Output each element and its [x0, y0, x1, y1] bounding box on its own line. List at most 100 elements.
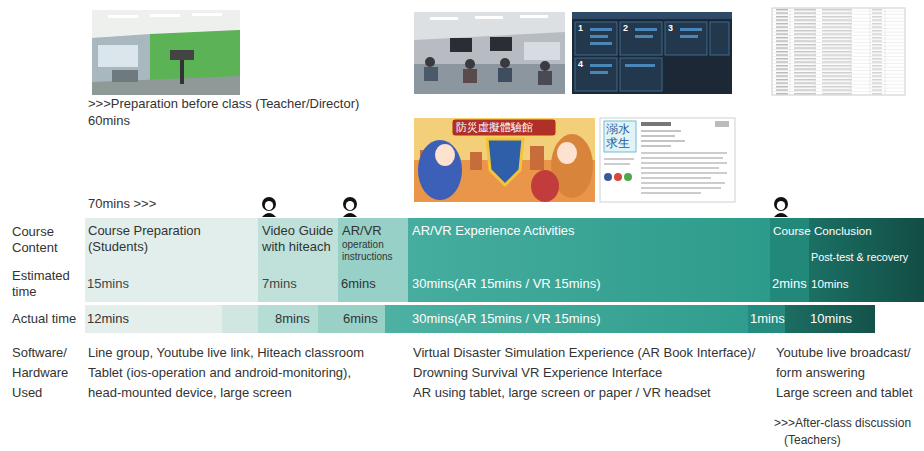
classroom-photo	[463, 69, 477, 83]
resource-text: Virtual Disaster Simulation Experience (…	[413, 345, 755, 361]
label-slot: Line group, Youtube live link, Hiteach c…	[88, 345, 364, 361]
spreadsheet-screenshot	[772, 8, 905, 95]
segment-text: operation instructions	[342, 239, 408, 263]
dashboard-screenshot	[635, 28, 657, 31]
segment-text: 10mins	[810, 311, 875, 327]
spreadsheet-screenshot	[790, 8, 791, 95]
actual-time-segment: 10mins	[785, 305, 875, 333]
panel-number: 2	[623, 23, 628, 34]
classroom-photo	[490, 37, 512, 51]
segment-text: Course Preparation (Students)	[88, 223, 238, 255]
dashboard-screenshot	[710, 22, 729, 55]
stage-segment: Course Preparation (Students) 15mins	[85, 218, 258, 302]
classroom-photo	[92, 10, 240, 95]
dashboard-screenshot	[620, 58, 662, 91]
dashboard-screenshot	[590, 71, 608, 74]
row-label: Software/ Hardware Used	[12, 343, 76, 403]
sub-segment: 2mins	[770, 240, 809, 302]
label-slot: Youtube live broadcast/	[776, 345, 911, 361]
label-slot: Drowning Survival VR Experience Interfac…	[413, 365, 662, 381]
label-slot: Actual time	[12, 311, 76, 327]
actual-time-segment: 8mins	[258, 305, 318, 333]
teacher-icon	[343, 197, 357, 217]
label-slot: 4	[578, 59, 583, 70]
duration-note: 60mins	[88, 113, 130, 129]
segment-text: Video Guide with hiteach	[262, 223, 338, 255]
game-poster	[435, 144, 455, 166]
segment-text: 2mins	[772, 276, 809, 292]
label-slot: 70mins >>>	[88, 196, 156, 212]
game-poster	[530, 146, 544, 170]
classroom-photo	[540, 61, 550, 71]
app-page-screenshot	[641, 122, 671, 126]
game-poster	[418, 140, 462, 200]
sub-segment: Post-test & recovery10mins	[809, 240, 924, 302]
app-logo-text: 溺水求生	[606, 122, 634, 150]
panel-number: 1	[578, 23, 583, 34]
resource-text: form answering	[776, 365, 865, 381]
segment-text: 10mins	[811, 276, 924, 292]
classroom-photo	[450, 38, 472, 52]
classroom-photo	[424, 67, 438, 81]
app-page-screenshot	[641, 152, 727, 154]
spreadsheet-screenshot	[815, 8, 816, 95]
classroom-photo	[150, 14, 180, 17]
game-poster	[452, 119, 556, 136]
phase-note: >>>Preparation before class (Teacher/Dir…	[88, 96, 359, 112]
segment-text: 30mins(AR 15mins / VR 15mins)	[412, 276, 770, 292]
label-slot: (Teachers)	[784, 433, 841, 448]
resource-text: Line group, Youtube live link, Hiteach c…	[88, 345, 364, 361]
app-page-screenshot	[600, 118, 735, 202]
app-page-screenshot	[604, 121, 636, 152]
app-page-screenshot	[641, 162, 727, 164]
app-page-screenshot	[604, 158, 634, 160]
dashboard-screenshot	[680, 35, 698, 38]
dashboard-screenshot	[590, 42, 612, 45]
game-poster	[557, 142, 577, 164]
classroom-photo	[192, 13, 222, 16]
resource-text: AR using tablet, large screen or paper /…	[413, 385, 711, 401]
app-page-screenshot	[641, 177, 711, 179]
phase-note: >>>After-class discussion	[774, 416, 911, 431]
label-slot: 3	[668, 23, 673, 34]
classroom-photo	[465, 59, 475, 69]
actual-time-segment: 30mins(AR 15mins / VR 15mins)	[385, 305, 748, 333]
segment-text: Course Conclusion	[773, 223, 924, 239]
classroom-photo	[414, 12, 565, 94]
app-page-screenshot	[641, 182, 725, 184]
app-page-screenshot	[641, 172, 727, 174]
segment-text: 15mins	[87, 276, 258, 292]
game-poster	[487, 139, 523, 185]
classroom-photo	[108, 15, 138, 18]
segment-text: 30mins(AR 15mins / VR 15mins)	[412, 311, 748, 327]
game-poster	[414, 118, 595, 202]
app-page-screenshot	[604, 163, 630, 165]
label-slot: Estimated time	[12, 268, 80, 300]
label-slot: Large screen and tablet	[776, 385, 913, 401]
label-slot: form answering	[776, 365, 865, 381]
dashboard-screenshot	[572, 12, 732, 94]
segment-text: 12mins	[87, 311, 222, 327]
segment-text: 1mins	[750, 311, 785, 327]
dashboard-screenshot	[625, 64, 655, 67]
row-label: Course Content	[12, 224, 74, 256]
label-slot: >>>Preparation before class (Teacher/Dir…	[88, 96, 359, 112]
app-page-screenshot	[641, 130, 681, 132]
label-slot: head-mounted device, large screen	[88, 385, 292, 401]
label-slot: Software/ Hardware Used	[12, 343, 76, 403]
classroom-photo	[112, 70, 138, 82]
dashboard-screenshot	[575, 58, 617, 91]
classroom-photo	[524, 42, 560, 60]
resource-text: Youtube live broadcast/	[776, 345, 911, 361]
app-page-screenshot	[641, 140, 685, 142]
spreadsheet-screenshot	[885, 8, 886, 95]
dashboard-screenshot	[680, 28, 702, 31]
label-slot: 2	[623, 23, 628, 34]
stage-segment: Course Conclusion 2minsPost-test & recove…	[770, 218, 924, 302]
app-page-screenshot	[614, 173, 622, 181]
classroom-photo	[475, 16, 503, 19]
label-slot: >>>After-class discussion	[774, 416, 911, 431]
app-page-screenshot	[624, 173, 632, 181]
label-slot: 60mins	[88, 113, 130, 129]
stage-segment: AR/VR Experience Activities30mins(AR 15m…	[408, 218, 770, 302]
